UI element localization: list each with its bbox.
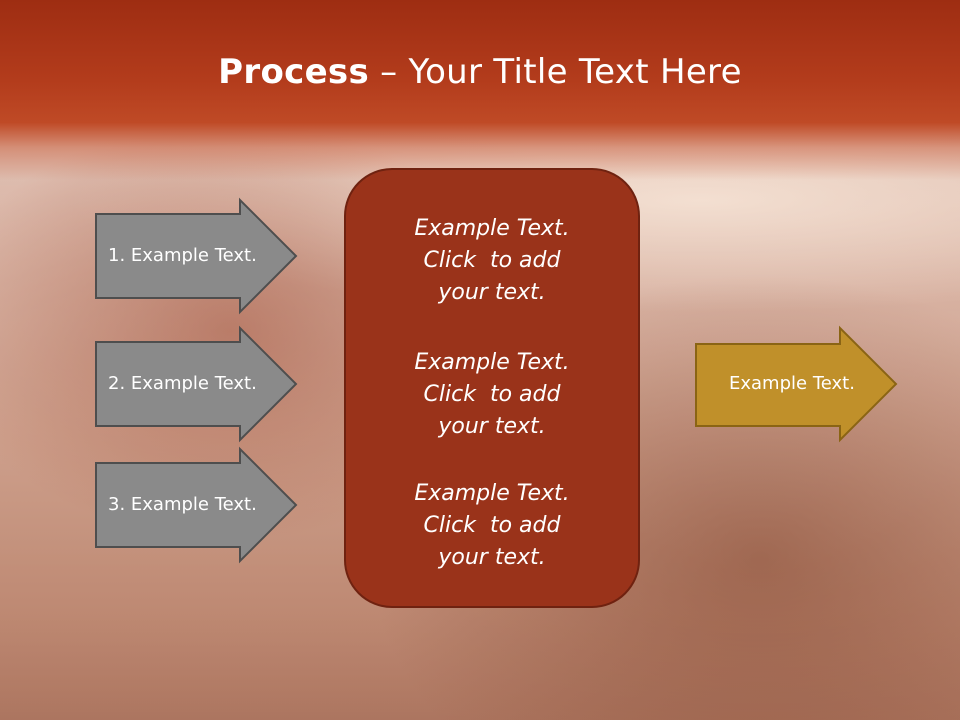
center-block-2[interactable]: Example Text. Click to add your text. xyxy=(344,347,640,443)
slide-title[interactable]: Process – Your Title Text Here xyxy=(0,52,960,92)
center-block-3-line-3: your text. xyxy=(438,545,546,570)
center-block-1[interactable]: Example Text. Click to add your text. xyxy=(344,213,640,309)
center-block-3-line-1: Example Text. xyxy=(414,481,570,506)
left-arrow-3-label: 3. Example Text. xyxy=(108,494,257,515)
title-bold-word: Process xyxy=(218,52,370,92)
center-block-2-line-2: Click to add xyxy=(423,382,561,407)
left-arrow-2[interactable] xyxy=(95,325,298,443)
right-arrow[interactable] xyxy=(695,325,898,443)
left-arrow-1[interactable] xyxy=(95,197,298,315)
left-arrow-3[interactable] xyxy=(95,446,298,564)
left-arrow-1-label: 1. Example Text. xyxy=(108,245,257,266)
center-block-2-line-1: Example Text. xyxy=(414,350,570,375)
title-band xyxy=(0,0,960,180)
title-rest: – Your Title Text Here xyxy=(369,52,742,92)
center-block-1-line-2: Click to add xyxy=(423,248,561,273)
center-block-3-line-2: Click to add xyxy=(423,513,561,538)
center-block-1-line-3: your text. xyxy=(438,280,546,305)
center-block-3[interactable]: Example Text. Click to add your text. xyxy=(344,478,640,574)
center-text-box[interactable] xyxy=(344,168,640,608)
right-arrow-label: Example Text. xyxy=(729,373,855,394)
center-block-1-line-1: Example Text. xyxy=(414,216,570,241)
center-block-2-line-3: your text. xyxy=(438,414,546,439)
left-arrow-2-label: 2. Example Text. xyxy=(108,373,257,394)
